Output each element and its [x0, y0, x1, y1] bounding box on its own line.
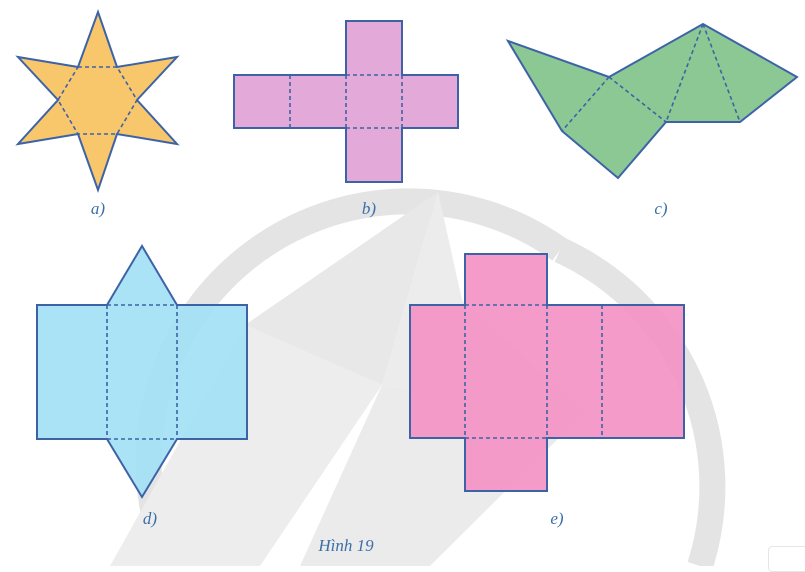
- net-c-outline: [505, 22, 799, 180]
- net-e-box: [409, 253, 685, 492]
- figure-caption: Hình 19: [318, 536, 374, 555]
- label-e: e): [550, 509, 564, 528]
- net-a-outline: [15, 9, 180, 194]
- net-c-pyramid: [505, 22, 799, 180]
- net-a-hexagonal-star: [15, 9, 180, 194]
- label-b: b): [361, 199, 377, 218]
- net-c-fold-lines: [561, 23, 741, 132]
- label-d: d): [142, 509, 158, 528]
- label-a: a): [90, 199, 106, 218]
- net-e-fold-lines: [464, 304, 603, 439]
- net-b-cross: [233, 20, 459, 183]
- net-d-fold-lines: [106, 304, 178, 440]
- net-d-outline: [36, 244, 248, 499]
- net-b-outline: [233, 20, 459, 183]
- net-a-fold-lines: [57, 66, 138, 135]
- net-b-fold-lines: [289, 74, 403, 129]
- net-d-triangular-prism: [36, 244, 248, 499]
- corner-widget: [768, 546, 805, 572]
- label-c: c): [654, 199, 668, 218]
